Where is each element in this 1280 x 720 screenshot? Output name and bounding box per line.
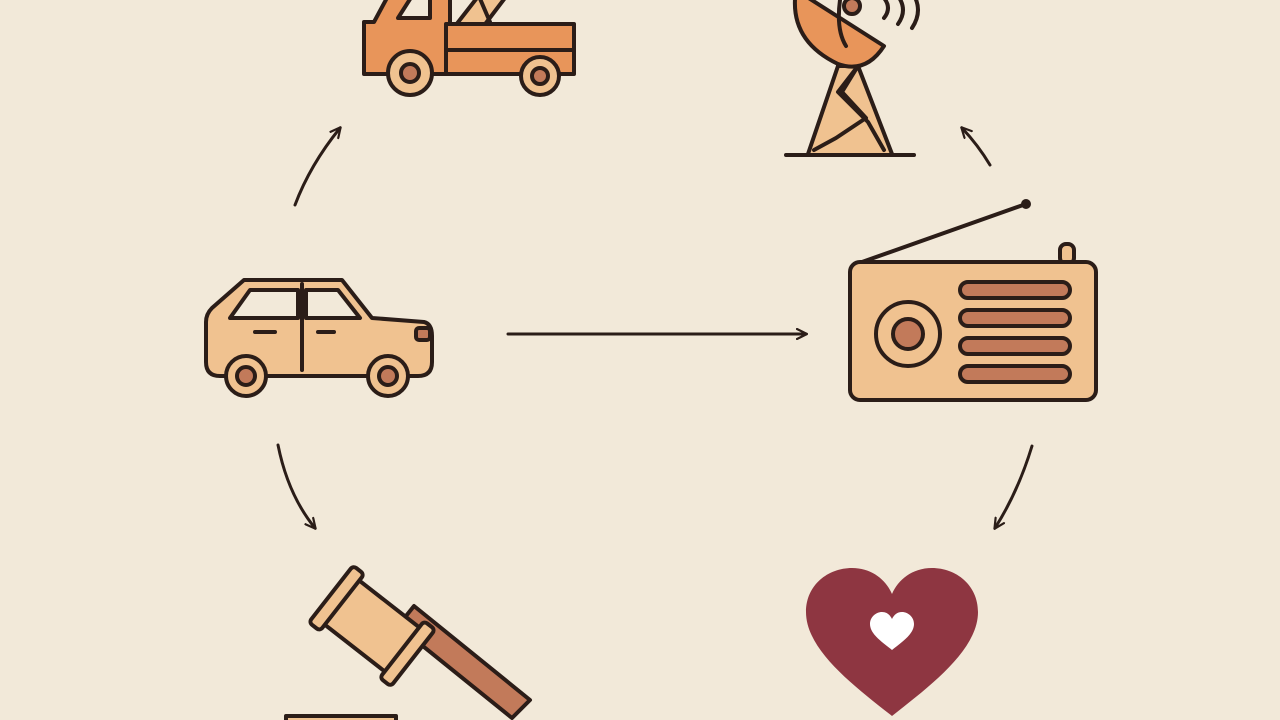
tow-truck-icon — [362, 0, 576, 97]
arrows — [276, 128, 1034, 528]
heart-icon — [806, 568, 978, 716]
arrow-radio-to-heart — [995, 444, 1034, 528]
gavel-icon — [284, 565, 532, 720]
small-heart-icon — [870, 612, 914, 650]
car-icon — [204, 278, 434, 398]
arrow-radio-to-tower — [962, 128, 992, 167]
satellite-tower-icon — [784, 0, 920, 157]
arrow-car-to-tow-truck — [293, 128, 340, 207]
arrow-car-to-gavel — [276, 443, 315, 528]
radio-icon — [848, 199, 1098, 402]
